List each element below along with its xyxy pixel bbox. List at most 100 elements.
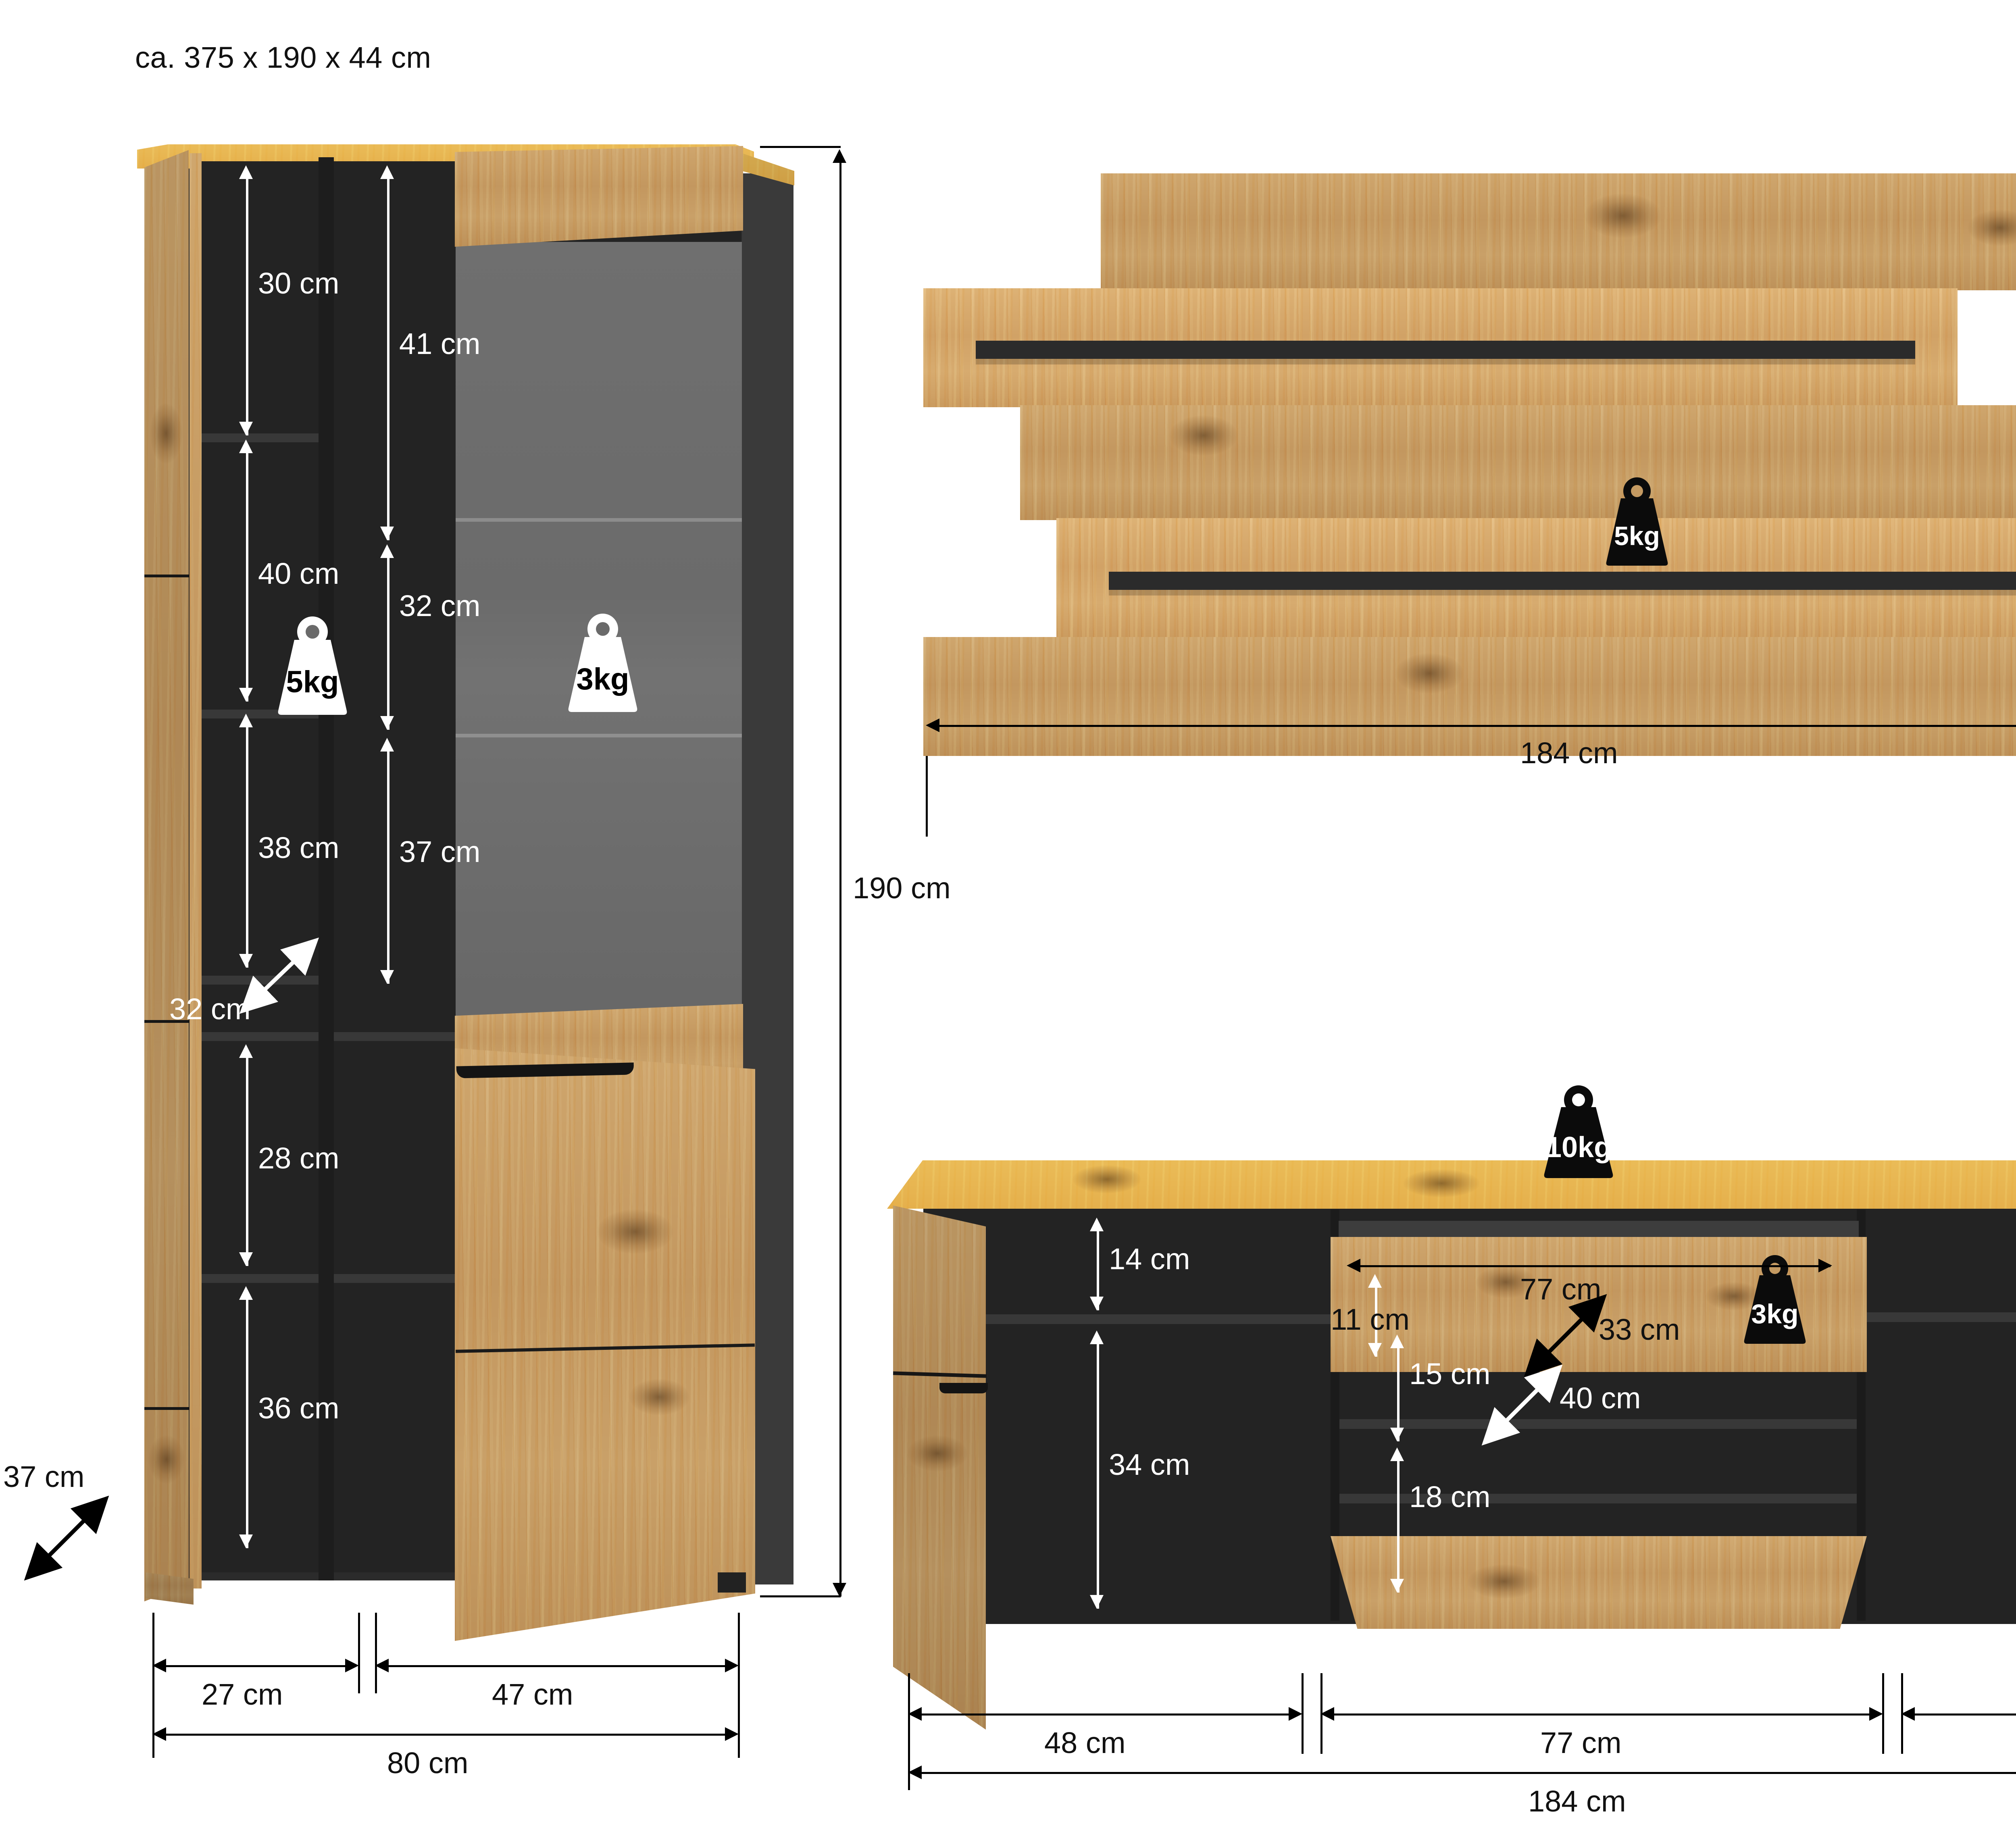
dim-label-37cm: 37 cm — [399, 835, 481, 868]
cabinet-left-door-groove-3 — [144, 1407, 190, 1410]
wood-knot — [1476, 1266, 1536, 1298]
svg-text:5kg: 5kg — [286, 665, 339, 699]
load-badge-10kg: 10kg — [1532, 1085, 1625, 1179]
dim-label-77cm-center: 77 cm — [1540, 1726, 1622, 1759]
dim-line-77cm-drawer — [1359, 1265, 1831, 1267]
cabinet-foot — [718, 1572, 746, 1593]
dim-label-40cm: 40 cm — [258, 557, 339, 590]
dim-line-40cm — [246, 452, 248, 702]
dim-label-190cm: 190 cm — [853, 871, 951, 905]
tick-47-l — [375, 1613, 377, 1693]
tick-47-r — [738, 1613, 740, 1693]
tv-left-door-open — [893, 1205, 986, 1730]
svg-text:10kg: 10kg — [1545, 1131, 1612, 1164]
page-title: ca. 375 x 190 x 44 cm — [135, 41, 431, 74]
dim-label-15cm: 15 cm — [1409, 1357, 1491, 1391]
dim-line-27cm — [157, 1665, 355, 1667]
dim-line-34cm — [1097, 1343, 1099, 1609]
cabinet-shelf — [202, 1274, 319, 1283]
wood-knot — [1395, 653, 1464, 693]
dim-line-30cm — [246, 177, 248, 435]
unit-wall-shelf: 5kg 67 cm 184 cm 19 cm — [0, 0, 2016, 847]
dim-depth-40cm-arrow — [1481, 1363, 1572, 1451]
cabinet-left-door-groove-2 — [144, 1020, 190, 1023]
dim-label-41cm: 41 cm — [399, 327, 481, 360]
svg-text:3kg: 3kg — [1751, 1299, 1798, 1329]
wood-knot — [1169, 415, 1238, 456]
dim-line-15cm — [1397, 1347, 1400, 1441]
tick-77c-b — [1882, 1673, 1884, 1754]
dim-label-184cm-total: 184 cm — [1528, 1784, 1626, 1818]
dim-line-184cm-total — [913, 1772, 2016, 1774]
dim-line-18cm — [1397, 1459, 1400, 1593]
wood-knot — [597, 1210, 673, 1254]
wood-knot — [1403, 1169, 1480, 1197]
dim-label-38cm: 38 cm — [258, 831, 339, 864]
load-badge-5kg: 5kg — [1597, 476, 1677, 566]
wood-knot — [629, 1379, 689, 1415]
dim-line-48cm-right — [1906, 1713, 2016, 1716]
unit-tall-cabinet: 30 cm 41 cm 40 cm 32 cm 38 cm 37 cm — [0, 0, 951, 1828]
load-badge-3kg: 3kg — [1734, 1254, 1816, 1345]
dim-line-77cm-center — [1325, 1713, 1879, 1716]
cabinet-center-divider — [319, 157, 334, 1580]
dim-label-48cm-left: 48 cm — [1044, 1726, 1126, 1759]
cabinet-shelf — [202, 1032, 319, 1041]
wood-knot — [907, 1435, 968, 1472]
dim-label-depth-32cm: 32 cm — [169, 992, 251, 1026]
dim-line-38cm — [246, 726, 248, 968]
cabinet-shelf — [202, 433, 319, 442]
tv-shelf — [1859, 1312, 2016, 1322]
tv-shelf — [1335, 1419, 1863, 1429]
wood-knot — [148, 1435, 185, 1484]
tv-drawer-rail — [1339, 1221, 1859, 1237]
dim-line-11cm — [1375, 1286, 1377, 1357]
dim-label-14cm: 14 cm — [1109, 1242, 1190, 1276]
dim-label-184cm: 184 cm — [1520, 736, 1618, 770]
dim-depth-33cm-arrow — [1524, 1292, 1613, 1381]
cabinet-door-top-panel — [455, 146, 743, 247]
shelf-board-1 — [1101, 173, 2016, 290]
dim-depth-37cm-arrow — [24, 1492, 117, 1584]
dim-ext-190-top — [760, 146, 841, 148]
tv-shelf — [1335, 1494, 1863, 1503]
cabinet-interior-left — [190, 161, 319, 1572]
dim-label-30cm: 30 cm — [258, 266, 339, 300]
dim-label-33cm: 33 cm — [1599, 1313, 1680, 1346]
cabinet-glass-shelf-line — [456, 734, 742, 737]
dim-label-18cm: 18 cm — [1409, 1480, 1491, 1514]
dim-line-36cm — [246, 1298, 248, 1548]
dim-ext-190-bot — [760, 1595, 841, 1597]
shelf-board-5 — [923, 637, 2016, 756]
tick-184-l — [926, 756, 928, 837]
shelf-ledge-1 — [976, 341, 1915, 359]
cabinet-interior-left-frame — [190, 153, 202, 1589]
tv-shelf — [927, 1314, 1339, 1324]
tick-27-l — [152, 1613, 154, 1693]
dim-line-28cm — [246, 1056, 248, 1266]
dim-label-11cm: 11 cm — [1331, 1303, 1410, 1336]
wood-knot — [1968, 210, 2016, 246]
load-badge-5kg: 5kg — [266, 615, 359, 716]
dim-line-80cm — [157, 1734, 734, 1736]
shelf-ledge-2 — [1109, 572, 2016, 590]
dim-line-32cm — [387, 556, 389, 730]
dim-label-34cm: 34 cm — [1109, 1448, 1190, 1481]
wood-knot — [150, 403, 182, 464]
dim-line-37cm — [387, 750, 389, 984]
cabinet-glass-shelf-line — [456, 518, 742, 522]
tick-184tv-l — [908, 1713, 910, 1790]
wood-knot — [1585, 194, 1661, 238]
dim-label-27cm: 27 cm — [202, 1678, 283, 1711]
svg-text:3kg: 3kg — [577, 662, 629, 696]
tv-bottom-flap — [1331, 1536, 1867, 1629]
wood-knot — [1468, 1564, 1540, 1599]
dim-label-80cm: 80 cm — [387, 1746, 469, 1780]
dim-label-36cm: 36 cm — [258, 1391, 339, 1425]
tv-left-door-handle — [939, 1383, 988, 1393]
wood-knot — [1073, 1165, 1141, 1193]
cabinet-left-door-open — [144, 150, 189, 1601]
dim-line-14cm — [1097, 1230, 1099, 1310]
